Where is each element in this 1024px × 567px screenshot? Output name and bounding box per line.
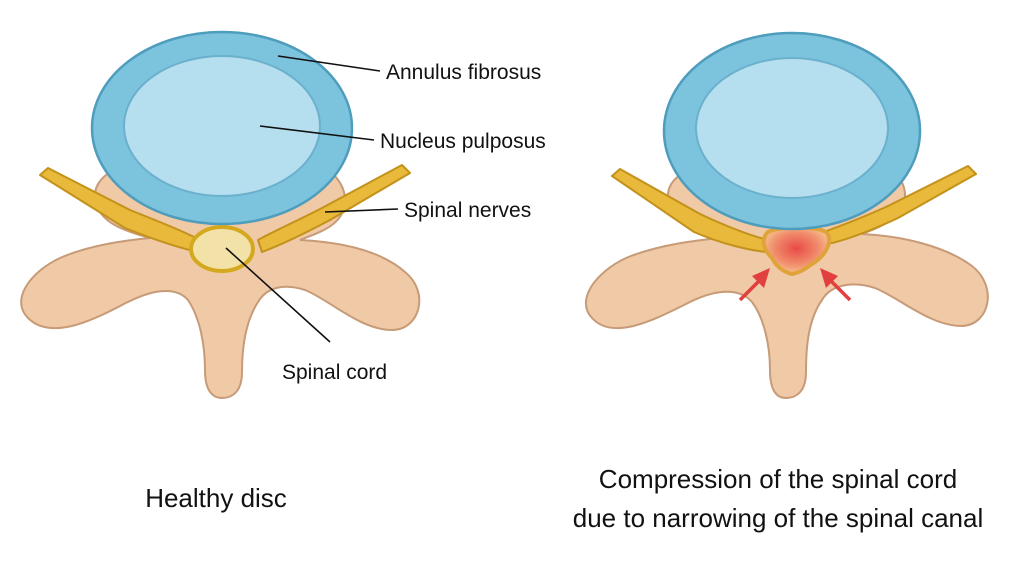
compression-arrow-right (820, 268, 852, 302)
annulus-leader-line (277, 55, 381, 72)
cord-label: Spinal cord (282, 361, 387, 384)
compressed-caption-line1: Compression of the spinal cord (599, 464, 957, 494)
compressed-vertebra-group (585, 31, 989, 400)
cord-leader-line (225, 247, 331, 343)
spinal-cord-compressed (761, 225, 832, 277)
compressed-caption-line2: due to narrowing of the spinal canal (573, 503, 984, 533)
nucleus-pulposus-left (123, 55, 321, 197)
nucleus-label: Nucleus pulposus (380, 130, 546, 153)
healthy-vertebra-group (20, 30, 421, 400)
annulus-label: Annulus fibrosus (386, 61, 541, 84)
nerves-label: Spinal nerves (404, 199, 531, 222)
nerves-leader-line (324, 208, 399, 213)
spinal-cord-healthy (189, 225, 255, 273)
healthy-caption: Healthy disc (145, 483, 287, 513)
nucleus-leader-line (259, 125, 375, 141)
compression-arrow-left (738, 268, 770, 302)
nucleus-pulposus-right (695, 57, 889, 199)
spinal-nerve-right-left (257, 164, 411, 253)
